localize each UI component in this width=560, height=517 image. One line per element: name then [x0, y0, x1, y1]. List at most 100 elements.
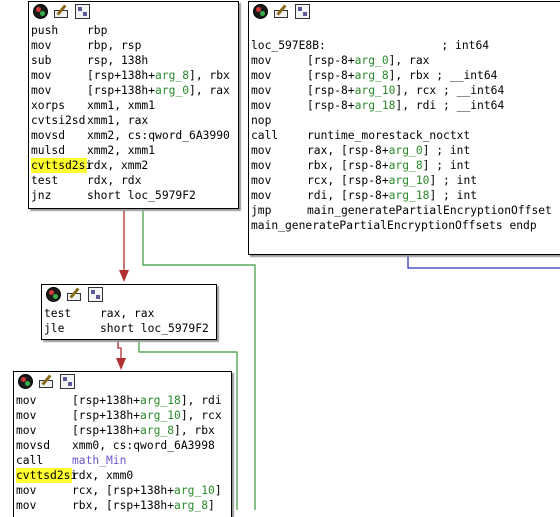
- operand: main_generatePartialEncryptionOffset: [307, 204, 552, 217]
- mnemonic: mov: [16, 499, 37, 512]
- arg-ref: arg_10: [174, 484, 215, 497]
- mnemonic: test: [44, 307, 72, 320]
- mnemonic: jle: [44, 322, 65, 335]
- mnemonic: mov: [31, 39, 52, 52]
- code-line[interactable]: mov[rsp+138h+arg_10], rcx: [16, 408, 231, 423]
- code-line[interactable]: mov[rsp-8+arg_0], rax: [251, 53, 560, 68]
- operand: rsp, 138h: [87, 54, 149, 67]
- operand: loc_597E8B: ; int64: [251, 39, 490, 52]
- graph-icon[interactable]: [88, 287, 103, 302]
- edge-arrow: [119, 270, 129, 282]
- operand: [rsp-8+: [307, 69, 355, 82]
- mnemonic: cvtsi2sd: [31, 114, 86, 127]
- code-line[interactable]: mov[rsp+138h+arg_18], rdi: [16, 393, 231, 408]
- rename-icon[interactable]: [273, 4, 290, 19]
- code-line[interactable]: cvttsd2sirdx, xmm0: [16, 468, 231, 483]
- operand: xmm1, rax: [87, 114, 149, 127]
- operand: rbp, rsp: [87, 39, 142, 52]
- arg-ref: arg_8: [174, 499, 209, 512]
- arg-ref: arg_18: [140, 394, 181, 407]
- operand: [rsp+138h+: [72, 409, 141, 422]
- operand: rcx, [rsp+138h+: [72, 484, 175, 497]
- mnemonic: mov: [16, 394, 37, 407]
- mnemonic: jmp: [251, 204, 272, 217]
- graph-icon[interactable]: [75, 4, 90, 19]
- arg-ref: arg_10: [140, 409, 181, 422]
- code-line[interactable]: main_generatePartialEncryptionOffsets en…: [251, 218, 560, 233]
- color-icon[interactable]: [33, 4, 48, 19]
- mnemonic: mov: [31, 69, 52, 82]
- external-ref: math_Min: [72, 454, 127, 467]
- operand: ]: [208, 499, 215, 512]
- code-line[interactable]: mov[rsp-8+arg_18], rdi ; __int64: [251, 98, 560, 113]
- operand: xmm2, xmm1: [87, 144, 156, 157]
- code-line[interactable]: mov[rsp+138h+arg_8], rbx: [16, 423, 231, 438]
- code-line[interactable]: mov rbx, [rsp+138h+arg_8]: [16, 498, 231, 513]
- arg-ref: arg_8: [155, 69, 190, 82]
- code-line[interactable]: mov[rsp-8+arg_10], rcx ; __int64: [251, 83, 560, 98]
- operand: xmm0, cs:qword_6A3998: [72, 439, 215, 452]
- mnemonic: call: [251, 129, 279, 142]
- code-line[interactable]: mov [rsp+138h+arg_8], rbx: [31, 68, 238, 83]
- graph-icon[interactable]: [60, 374, 75, 389]
- code-line[interactable]: jle short loc_5979F2: [44, 321, 216, 336]
- operand: rdi, [rsp-8+: [307, 189, 389, 202]
- rename-icon[interactable]: [66, 287, 83, 302]
- operand: rbx, [rsp-8+: [307, 159, 389, 172]
- code-line[interactable]: nop: [251, 113, 560, 128]
- edge-false-b3-b4: [117, 339, 122, 358]
- code-line[interactable]: mov[rsp-8+arg_8], rbx ; __int64: [251, 68, 560, 83]
- rename-icon[interactable]: [53, 4, 70, 19]
- code-line[interactable]: jmp main_generatePartialEncryptionOffset: [251, 203, 560, 218]
- code-line[interactable]: loc_597E8B: ; int64: [251, 38, 560, 53]
- code-line[interactable]: cvttsd2sirdx, xmm2: [31, 158, 238, 173]
- graph-icon[interactable]: [295, 4, 310, 19]
- operand: ] ; int: [429, 174, 478, 187]
- operand: short loc_5979F2: [100, 322, 209, 335]
- color-icon[interactable]: [18, 374, 33, 389]
- arg-ref: arg_0: [388, 144, 423, 157]
- operand: [rsp+138h+: [87, 69, 156, 82]
- operand: ], rbx: [189, 69, 230, 82]
- operand: ], rbx ; __int64: [388, 69, 498, 82]
- color-icon[interactable]: [253, 4, 268, 19]
- code-line[interactable]: mov rbp, rsp: [31, 38, 238, 53]
- block-header: [42, 285, 216, 304]
- block-header: [249, 2, 560, 21]
- color-icon[interactable]: [46, 287, 61, 302]
- edge-uncond-b2: [407, 254, 560, 269]
- code-line[interactable]: [251, 23, 560, 38]
- mnemonic: mov: [251, 144, 272, 157]
- code-line[interactable]: mov[rsp+138h+arg_0], rax: [31, 83, 238, 98]
- mnemonic: xorps: [31, 99, 66, 112]
- arg-ref: arg_10: [354, 84, 396, 97]
- arg-ref: arg_18: [354, 99, 396, 112]
- operand: rbx, [rsp+138h+: [72, 499, 175, 512]
- operand: ], rdi: [180, 394, 222, 407]
- arg-ref: arg_8: [140, 424, 175, 437]
- rename-icon[interactable]: [38, 374, 55, 389]
- operand: ], rax: [189, 84, 230, 97]
